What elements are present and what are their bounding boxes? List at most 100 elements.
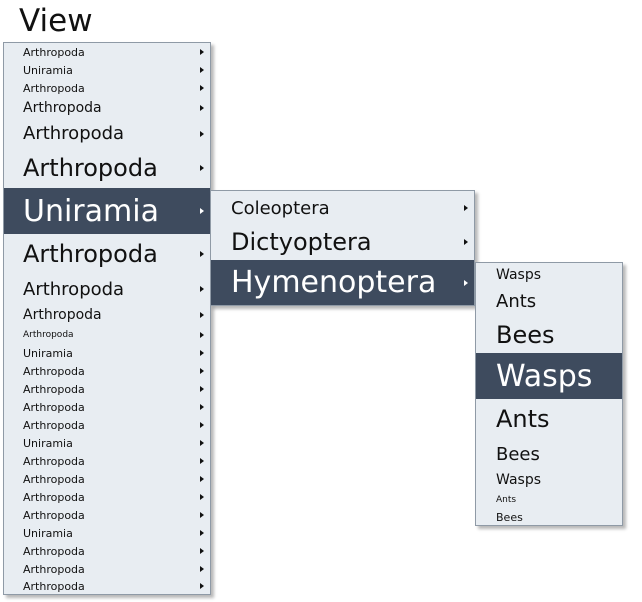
menu2-item[interactable]: Dictyoptera	[211, 223, 474, 260]
menu1-item-selected[interactable]: Uniramia	[4, 188, 210, 234]
menu3-item[interactable]: Ants	[476, 399, 622, 439]
menu1-item-label: Arthropoda	[23, 418, 85, 432]
menu1-item-label: Arthropoda	[23, 154, 158, 182]
submenu-arrow-icon	[200, 286, 204, 292]
menu3-item[interactable]: Wasps	[476, 469, 622, 491]
menu3-item-label: Bees	[496, 321, 555, 349]
menu1-item[interactable]: Arthropoda	[4, 234, 210, 274]
menu1-item-label: Arthropoda	[23, 100, 102, 116]
menu1-item[interactable]: Arthropoda	[4, 97, 210, 119]
submenu-arrow-icon	[200, 583, 204, 589]
menu1-item[interactable]: Uniramia	[4, 344, 210, 362]
menu3-item[interactable]: Bees	[476, 317, 622, 353]
menu3-item-label: Bees	[496, 510, 523, 524]
submenu-arrow-icon	[200, 85, 204, 91]
submenu-arrow-icon	[200, 49, 204, 55]
menu1-item[interactable]: Arthropoda	[4, 578, 210, 594]
menu1-item[interactable]: Arthropoda	[4, 560, 210, 578]
menu1-item[interactable]: Arthropoda	[4, 326, 210, 344]
menu1-item-label: Uniramia	[23, 63, 73, 77]
menu3-item[interactable]: Ants	[476, 285, 622, 317]
menu1-item[interactable]: Arthropoda	[4, 304, 210, 326]
submenu-arrow-icon	[464, 279, 468, 286]
menu1-item[interactable]: Arthropoda	[4, 43, 210, 61]
menu1-item-label: Arthropoda	[23, 240, 158, 268]
menu-level-1: Arthropoda Uniramia Arthropoda Arthropod…	[3, 42, 211, 595]
submenu-arrow-icon	[200, 312, 204, 318]
menu1-item[interactable]: Uniramia	[4, 434, 210, 452]
menu1-item-label: Arthropoda	[23, 454, 85, 468]
menu1-item[interactable]: Arthropoda	[4, 488, 210, 506]
submenu-arrow-icon	[464, 205, 468, 211]
submenu-arrow-icon	[200, 404, 204, 410]
menu1-item[interactable]: Arthropoda	[4, 362, 210, 380]
menu1-item-label: Arthropoda	[23, 123, 125, 144]
menu1-item[interactable]: Arthropoda	[4, 398, 210, 416]
menu1-item-label: Uniramia	[23, 346, 73, 360]
submenu-arrow-icon	[200, 67, 204, 73]
menu1-item-label: Arthropoda	[23, 45, 85, 59]
menu1-item[interactable]: Arthropoda	[4, 416, 210, 434]
submenu-arrow-icon	[200, 512, 204, 518]
menu2-item-label: Coleoptera	[231, 197, 330, 219]
menu1-item-label: Arthropoda	[23, 562, 85, 576]
menu1-item-label: Arthropoda	[23, 490, 85, 504]
submenu-arrow-icon	[200, 350, 204, 356]
menu1-item-label: Arthropoda	[23, 472, 85, 486]
menu1-item[interactable]: Arthropoda	[4, 148, 210, 188]
menu1-item[interactable]: Arthropoda	[4, 119, 210, 148]
submenu-arrow-icon	[200, 458, 204, 464]
menu3-item[interactable]: Ants	[476, 491, 622, 509]
menu1-item[interactable]: Uniramia	[4, 524, 210, 542]
menu3-item-label: Wasps	[496, 472, 542, 488]
menu1-item-label: Arthropoda	[23, 508, 85, 522]
menu3-item-label: Ants	[496, 290, 537, 312]
menu1-item[interactable]: Uniramia	[4, 61, 210, 79]
menu3-item-label: Bees	[496, 443, 540, 465]
submenu-arrow-icon	[200, 566, 204, 572]
submenu-arrow-icon	[200, 165, 204, 171]
menu1-item[interactable]: Arthropoda	[4, 542, 210, 560]
menu1-item[interactable]: Arthropoda	[4, 470, 210, 488]
menu1-item-label: Uniramia	[23, 436, 73, 450]
submenu-arrow-icon	[200, 422, 204, 428]
menu2-item[interactable]: Coleoptera	[211, 193, 474, 223]
submenu-arrow-icon	[200, 332, 204, 338]
menu1-item-label: Arthropoda	[23, 307, 102, 323]
menu3-item-label: Ants	[496, 495, 517, 505]
menu2-item-selected[interactable]: Hymenoptera	[211, 260, 474, 305]
submenu-arrow-icon	[200, 440, 204, 446]
menu1-item[interactable]: Arthropoda	[4, 380, 210, 398]
menu1-item-label: Arthropoda	[23, 400, 85, 414]
menu3-item-label: Wasps	[496, 358, 593, 394]
menu3-item-selected[interactable]: Wasps	[476, 353, 622, 399]
menu1-item[interactable]: Arthropoda	[4, 79, 210, 97]
submenu-arrow-icon	[200, 208, 204, 214]
submenu-arrow-icon	[200, 476, 204, 482]
menu3-item[interactable]: Wasps	[476, 265, 622, 285]
menu1-item-label: Arthropoda	[23, 364, 85, 378]
submenu-arrow-icon	[200, 494, 204, 500]
menu3-item-label: Wasps	[496, 267, 542, 283]
menu2-item-label: Dictyoptera	[231, 227, 372, 256]
menu3-item[interactable]: Bees	[476, 509, 622, 525]
menu2-item-label: Hymenoptera	[231, 265, 437, 300]
menu-level-3: Wasps Ants Bees Wasps Ants Bees Wasps An…	[475, 262, 623, 526]
menu1-item-label: Arthropoda	[23, 544, 85, 558]
submenu-arrow-icon	[200, 251, 204, 257]
menu1-item[interactable]: Arthropoda	[4, 452, 210, 470]
menu1-item-label: Arthropoda	[23, 81, 85, 95]
submenu-arrow-icon	[200, 548, 204, 554]
menu1-item-label: Uniramia	[23, 526, 73, 540]
menu1-item[interactable]: Arthropoda	[4, 506, 210, 524]
submenu-arrow-icon	[200, 105, 204, 111]
menu1-item[interactable]: Arthropoda	[4, 274, 210, 304]
submenu-arrow-icon	[200, 368, 204, 374]
view-title[interactable]: View	[19, 3, 93, 39]
menu1-item-label: Arthropoda	[23, 278, 125, 300]
menu1-item-label: Arthropoda	[23, 579, 85, 593]
menu3-item[interactable]: Bees	[476, 439, 622, 469]
menu1-item-label: Arthropoda	[23, 382, 85, 396]
menu1-item-label: Arthropoda	[23, 330, 74, 340]
submenu-arrow-icon	[200, 386, 204, 392]
